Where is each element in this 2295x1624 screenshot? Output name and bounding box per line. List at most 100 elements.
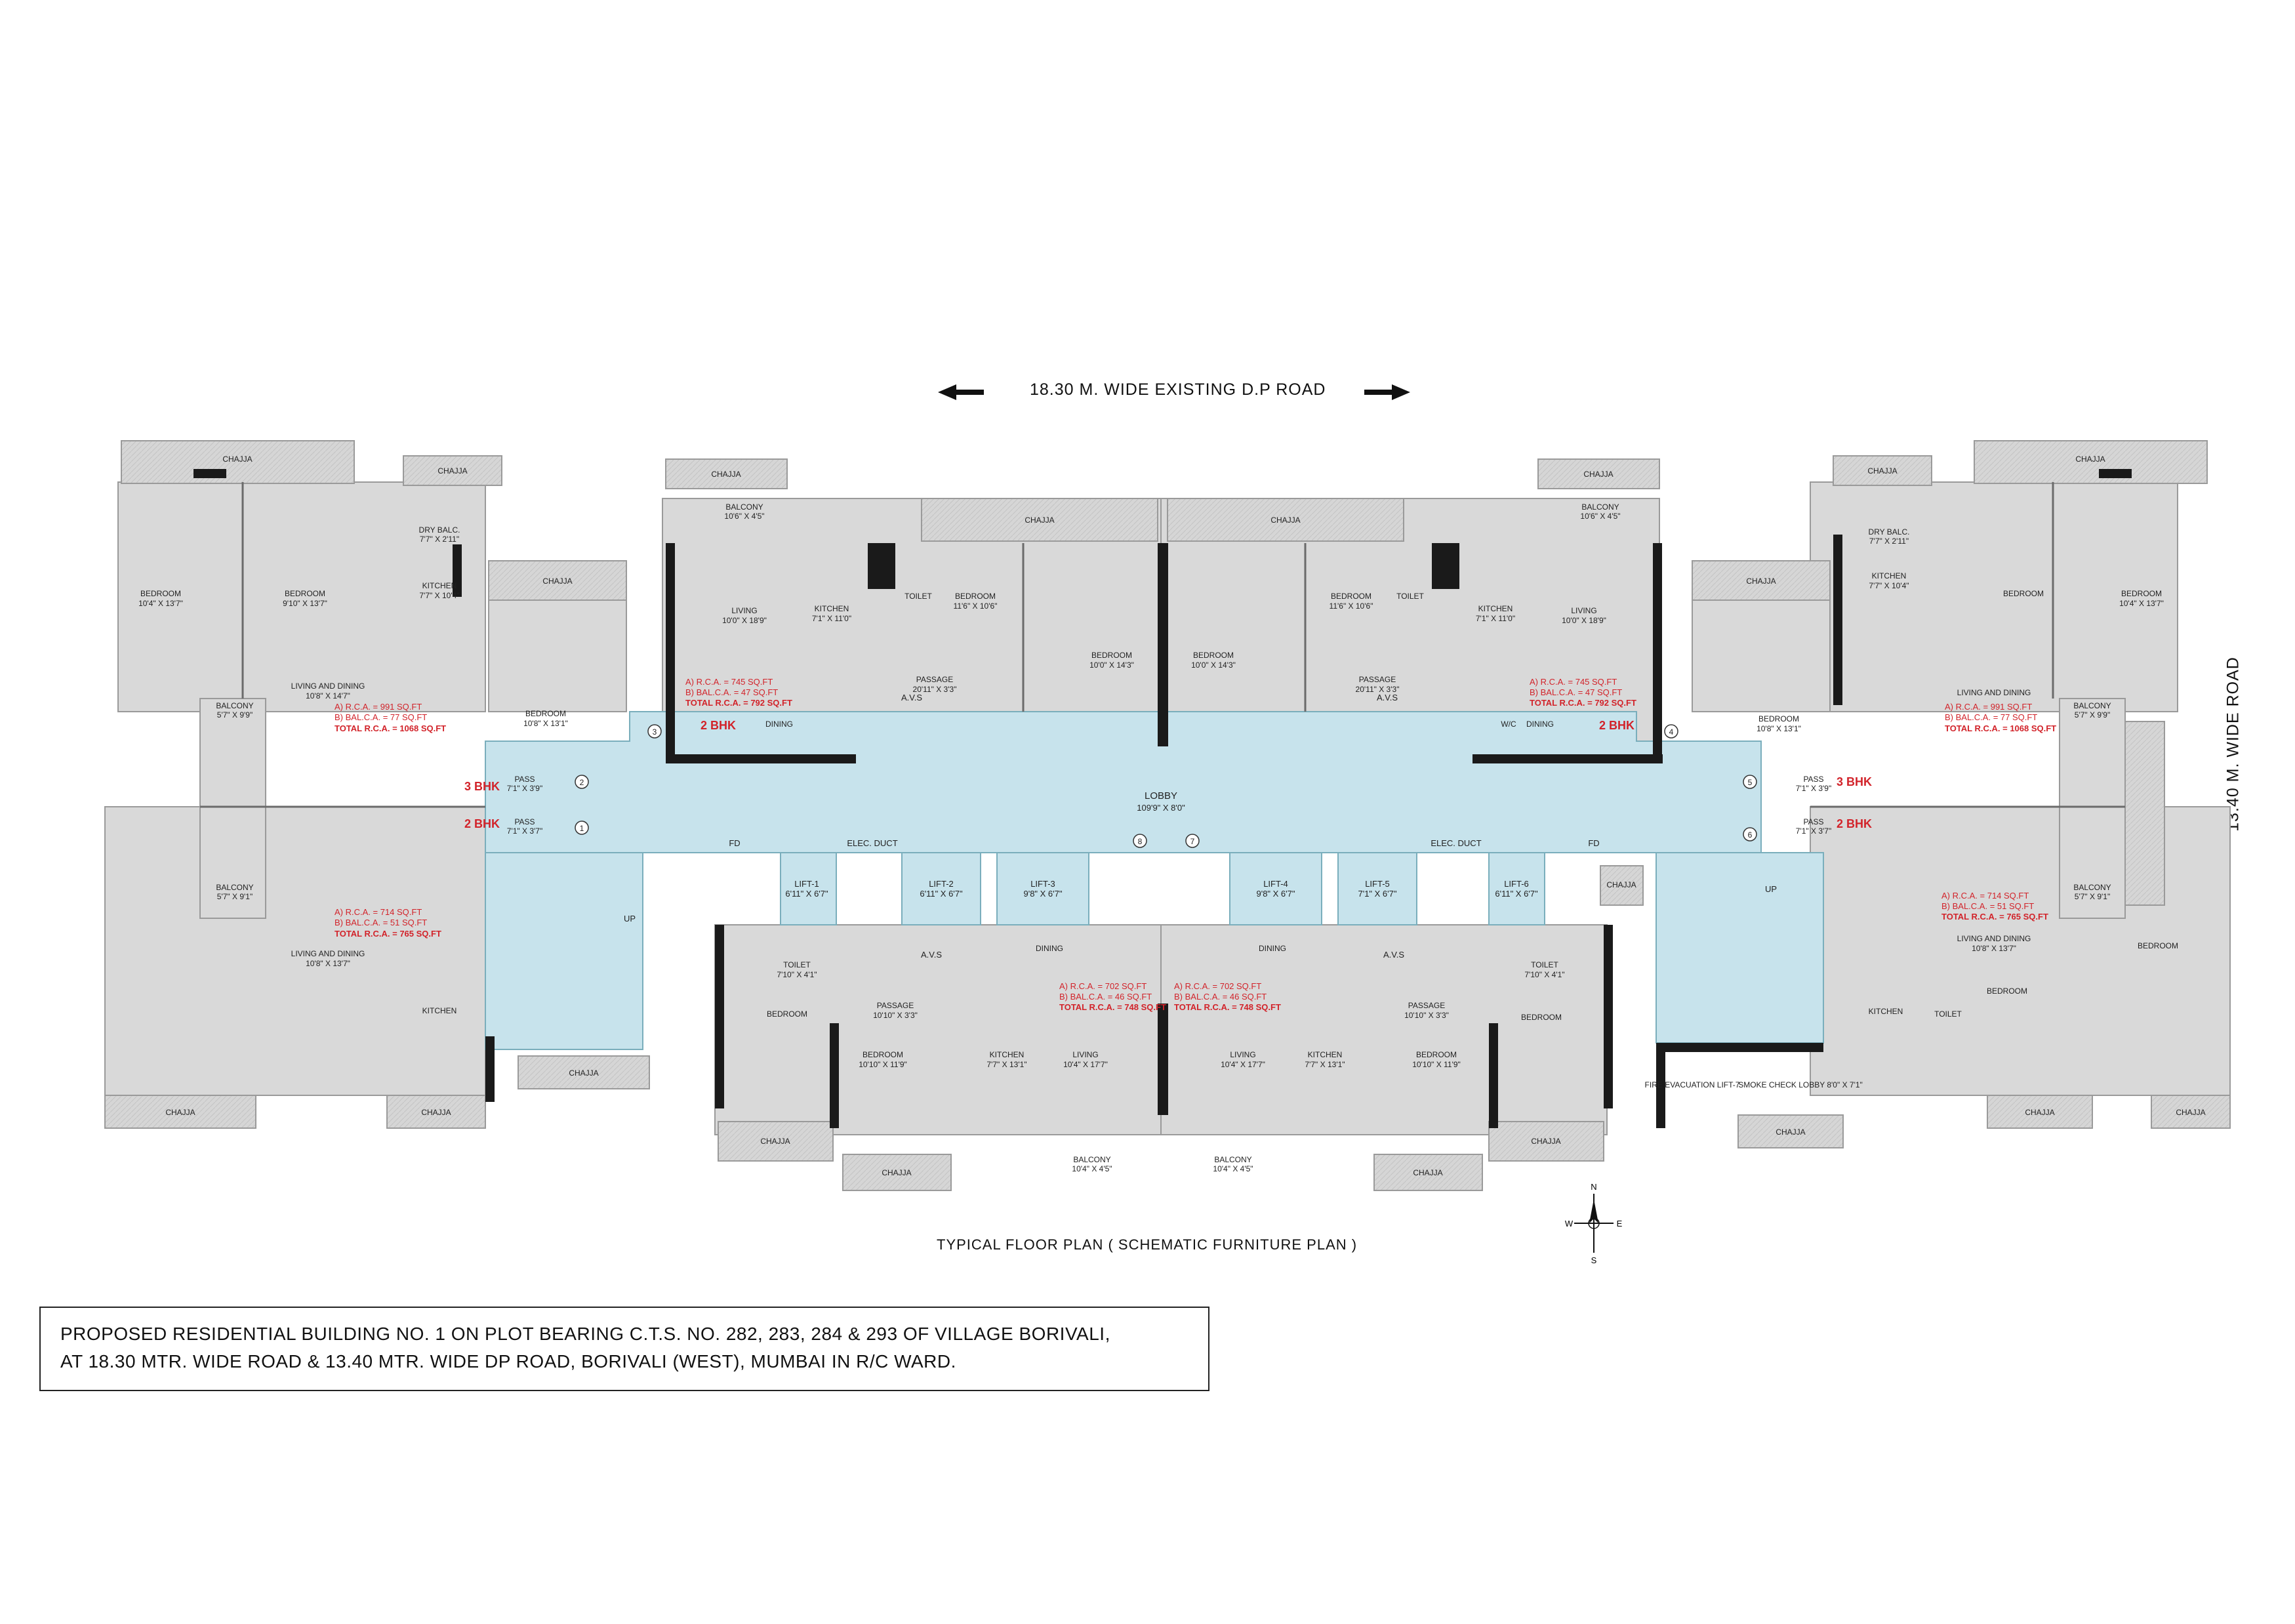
svg-text:2 BHK: 2 BHK [1599, 719, 1635, 732]
svg-text:CHAJJA: CHAJJA [1867, 466, 1897, 476]
svg-text:2: 2 [580, 778, 584, 787]
svg-text:KITCHEN: KITCHEN [815, 604, 849, 613]
svg-text:FIRE EVACUATION LIFT-7: FIRE EVACUATION LIFT-7 [1645, 1080, 1740, 1089]
svg-text:CHAJJA: CHAJJA [222, 455, 252, 464]
svg-text:7'7" X 13'1": 7'7" X 13'1" [986, 1060, 1026, 1069]
svg-text:LIFT-6: LIFT-6 [1504, 879, 1529, 889]
svg-text:7'1" X 3'9": 7'1" X 3'9" [507, 784, 542, 793]
svg-text:CHAJJA: CHAJJA [1270, 516, 1300, 525]
svg-text:TOILET: TOILET [1396, 592, 1424, 601]
svg-text:5'7" X 9'1": 5'7" X 9'1" [2075, 892, 2110, 901]
svg-text:KITCHEN: KITCHEN [990, 1050, 1025, 1059]
svg-text:LIVING AND DINING: LIVING AND DINING [291, 681, 365, 691]
svg-text:BALCONY: BALCONY [1581, 502, 1619, 512]
staircase-left [485, 852, 643, 1050]
svg-text:7'7" X 10'4": 7'7" X 10'4" [1869, 581, 1909, 590]
svg-text:DRY BALC.: DRY BALC. [1869, 527, 1910, 537]
svg-text:A) R.C.A. = 991 SQ.FT: A) R.C.A. = 991 SQ.FT [1945, 702, 2032, 712]
svg-text:5'7" X 9'9": 5'7" X 9'9" [217, 710, 253, 720]
balcony-right-upper [2059, 698, 2126, 807]
svg-text:10'8" X 13'7": 10'8" X 13'7" [306, 959, 350, 968]
svg-text:TOILET: TOILET [783, 960, 811, 969]
area-statements: A) R.C.A. = 991 SQ.FT B) BAL.C.A. = 77 S… [335, 677, 2056, 1012]
svg-text:BEDROOM: BEDROOM [285, 589, 325, 598]
svg-text:N: N [1591, 1182, 1596, 1192]
svg-text:CHAJJA: CHAJJA [2176, 1108, 2205, 1117]
svg-text:2 BHK: 2 BHK [1837, 817, 1872, 830]
unit-3bhk-left-upper [117, 481, 486, 712]
svg-text:TOTAL R.C.A. = 792 SQ.FT: TOTAL R.C.A. = 792 SQ.FT [1530, 698, 1636, 708]
plan-caption: TYPICAL FLOOR PLAN ( SCHEMATIC FURNITURE… [937, 1236, 1358, 1253]
svg-text:10'4" X 13'7": 10'4" X 13'7" [138, 599, 183, 608]
svg-text:LIFT-4: LIFT-4 [1263, 879, 1288, 889]
svg-text:7'10" X 4'1": 7'10" X 4'1" [1524, 970, 1564, 979]
svg-text:CHAJJA: CHAJJA [1606, 880, 1636, 889]
svg-text:BEDROOM: BEDROOM [863, 1050, 903, 1059]
svg-text:LIVING: LIVING [1571, 606, 1596, 615]
staircase-right [1655, 852, 1824, 1044]
svg-text:DINING: DINING [1526, 720, 1554, 729]
svg-text:CHAJJA: CHAJJA [421, 1108, 451, 1117]
room-labels: BEDROOM 10'4" X 13'7" BEDROOM 9'10" X 13… [138, 502, 2178, 1173]
svg-text:6'11" X 6'7": 6'11" X 6'7" [920, 889, 963, 899]
svg-text:7'1" X 3'7": 7'1" X 3'7" [1796, 826, 1831, 836]
svg-text:TOILET: TOILET [904, 592, 932, 601]
top-road-label: 18.30 M. WIDE EXISTING D.P ROAD [938, 379, 1410, 405]
svg-text:A) R.C.A. = 702 SQ.FT: A) R.C.A. = 702 SQ.FT [1174, 981, 1261, 991]
svg-text:W: W [1565, 1219, 1574, 1228]
svg-text:109'9" X 8'0": 109'9" X 8'0" [1137, 803, 1185, 813]
balcony-right-lower [2059, 806, 2126, 919]
svg-text:UP: UP [624, 914, 636, 924]
svg-text:LIVING: LIVING [731, 606, 757, 615]
svg-text:TOTAL R.C.A. = 748 SQ.FT: TOTAL R.C.A. = 748 SQ.FT [1174, 1002, 1281, 1012]
svg-text:BEDROOM: BEDROOM [1091, 651, 1132, 660]
svg-text:BEDROOM: BEDROOM [525, 709, 566, 718]
svg-text:CHAJJA: CHAJJA [882, 1168, 911, 1177]
svg-text:A) R.C.A. = 714 SQ.FT: A) R.C.A. = 714 SQ.FT [335, 907, 422, 917]
svg-text:KITCHEN: KITCHEN [422, 581, 457, 590]
svg-text:PASSAGE: PASSAGE [877, 1001, 914, 1010]
svg-text:6: 6 [1748, 830, 1753, 840]
svg-text:11'6" X 10'6": 11'6" X 10'6" [954, 601, 998, 611]
svg-text:BALCONY: BALCONY [1073, 1155, 1110, 1164]
svg-text:CHAJJA: CHAJJA [1746, 577, 1776, 586]
svg-text:BEDROOM: BEDROOM [767, 1009, 807, 1019]
svg-text:6'11" X 6'7": 6'11" X 6'7" [785, 889, 828, 899]
svg-text:KITCHEN: KITCHEN [422, 1006, 457, 1015]
svg-text:10'8" X 14'7": 10'8" X 14'7" [306, 691, 350, 700]
svg-text:7'7" X 2'11": 7'7" X 2'11" [420, 535, 459, 544]
svg-text:PASSAGE: PASSAGE [1359, 675, 1396, 684]
svg-text:A) R.C.A. = 991 SQ.FT: A) R.C.A. = 991 SQ.FT [335, 702, 422, 712]
arrow-right-icon [1364, 384, 1410, 400]
unit-3bhk-right-lower [1810, 806, 2231, 1096]
svg-text:5: 5 [1748, 778, 1753, 787]
svg-text:10'4" X 17'7": 10'4" X 17'7" [1221, 1060, 1265, 1069]
svg-text:ELEC. DUCT: ELEC. DUCT [847, 838, 897, 848]
area-statement-3bhk-left: A) R.C.A. = 991 SQ.FT B) BAL.C.A. = 77 S… [335, 702, 446, 733]
svg-text:TOTAL R.C.A. = 748 SQ.FT: TOTAL R.C.A. = 748 SQ.FT [1059, 1002, 1166, 1012]
svg-text:LIFT-1: LIFT-1 [794, 879, 819, 889]
svg-text:A.V.S: A.V.S [1383, 950, 1404, 960]
svg-text:BEDROOM: BEDROOM [1416, 1050, 1457, 1059]
balcony-left-upper [199, 698, 266, 807]
svg-text:TOTAL R.C.A. = 765 SQ.FT: TOTAL R.C.A. = 765 SQ.FT [335, 929, 441, 939]
svg-text:CHAJJA: CHAJJA [1413, 1168, 1442, 1177]
chajja-labels: CHAJJA CHAJJA CHAJJA CHAJJA CHAJJA CHAJJ… [165, 455, 2205, 1177]
svg-text:CHAJJA: CHAJJA [437, 466, 467, 476]
lift-shafts [780, 852, 1545, 925]
svg-text:UP: UP [1765, 884, 1777, 894]
svg-text:BEDROOM: BEDROOM [2121, 589, 2162, 598]
svg-text:3 BHK: 3 BHK [1837, 775, 1872, 788]
svg-text:E: E [1617, 1219, 1623, 1228]
svg-text:PASS: PASS [514, 775, 535, 784]
svg-text:BALCONY: BALCONY [2073, 883, 2111, 892]
unit-2bhk-lower-left [714, 924, 1162, 1135]
compass-rose-icon: N S E W [1565, 1182, 1623, 1265]
svg-text:BEDROOM: BEDROOM [2138, 941, 2178, 950]
svg-text:10'10" X 3'3": 10'10" X 3'3" [873, 1011, 918, 1020]
svg-text:W/C: W/C [1501, 720, 1516, 729]
svg-text:PASSAGE: PASSAGE [916, 675, 953, 684]
svg-text:8: 8 [1138, 837, 1143, 846]
structural-walls [193, 469, 2132, 1128]
svg-text:7'1" X 11'0": 7'1" X 11'0" [812, 614, 851, 623]
